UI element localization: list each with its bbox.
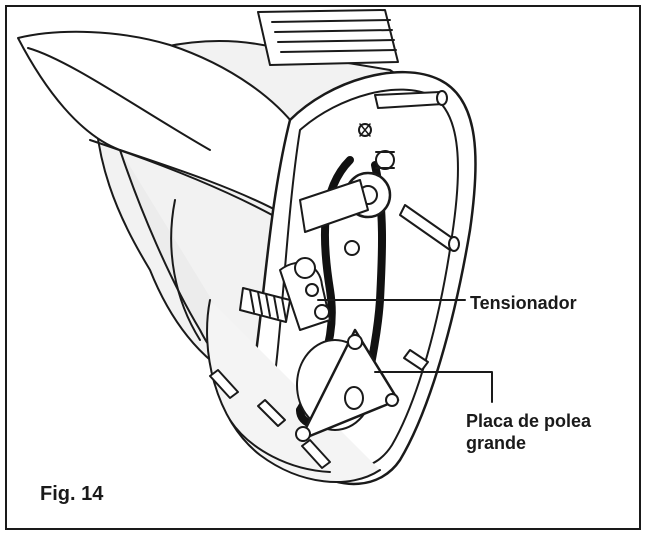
bottom-shroud (206, 299, 381, 483)
cooling-fins (257, 9, 399, 66)
tensioner-label: Tensionador (470, 293, 577, 313)
idler-arm (299, 179, 369, 233)
large-pulley-plate-label-line1: Placa de polea (466, 411, 592, 431)
tensioner-spring (239, 257, 331, 331)
large-pulley-plate-label: Placa de polea grande (466, 410, 591, 454)
figure-caption: Fig. 14 (40, 483, 104, 505)
large-pulley-plate-label-line2: grande (466, 433, 527, 453)
plate-leader (374, 371, 493, 403)
large-pulley-plate (295, 328, 400, 442)
support-rods (209, 90, 460, 469)
